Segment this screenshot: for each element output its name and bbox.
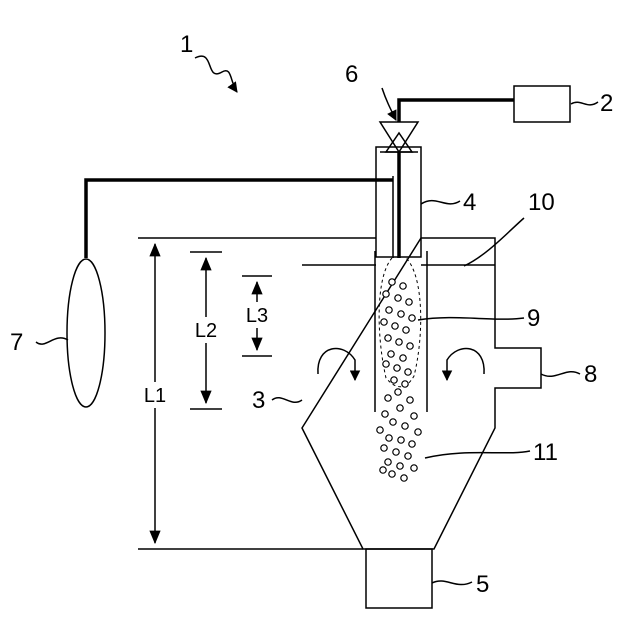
particle <box>398 311 404 317</box>
particle <box>391 377 397 383</box>
particle <box>395 389 401 395</box>
particle <box>411 413 417 419</box>
particle <box>385 335 391 341</box>
particle <box>415 429 421 435</box>
bag-line <box>86 180 393 258</box>
particle <box>389 471 395 477</box>
particle <box>411 465 417 471</box>
supply-line <box>399 100 514 122</box>
particles-group <box>377 279 421 481</box>
particle <box>386 435 392 441</box>
figure-number: 1 <box>180 31 237 92</box>
particle <box>383 361 389 367</box>
figure-number-label: 1 <box>180 31 193 58</box>
particle <box>396 339 402 345</box>
particle <box>395 295 401 301</box>
leader-10 <box>464 218 524 266</box>
swirl-arrow-left <box>318 348 355 380</box>
leader-9 <box>418 318 524 320</box>
callout-6: 6 <box>345 61 358 88</box>
gas-source-box <box>514 86 570 122</box>
leader-3 <box>272 398 302 403</box>
particle <box>406 299 412 305</box>
callout-10: 10 <box>528 189 555 216</box>
l3-label: L3 <box>246 305 268 327</box>
leader-5 <box>432 581 472 585</box>
particle <box>392 323 398 329</box>
particle <box>403 327 409 333</box>
callout-5: 5 <box>476 571 489 598</box>
particle <box>380 467 386 473</box>
particle <box>405 453 411 459</box>
particle <box>405 369 411 375</box>
leader-7 <box>36 338 68 344</box>
particle <box>407 397 413 403</box>
callout-4: 4 <box>463 189 476 216</box>
particle <box>409 315 415 321</box>
particle <box>402 381 408 387</box>
swirl-arrow-right <box>447 348 484 380</box>
callout-2: 2 <box>600 90 613 117</box>
particle <box>381 445 387 451</box>
figure-number-arrow <box>195 56 237 92</box>
particle <box>383 291 389 297</box>
bag-ellipse <box>67 259 105 407</box>
particle <box>398 437 404 443</box>
particle <box>397 405 403 411</box>
particle <box>397 463 403 469</box>
collector-box <box>366 549 432 608</box>
particle <box>381 319 387 325</box>
particle <box>400 355 406 361</box>
leader-6 <box>382 88 396 120</box>
particle <box>377 427 383 433</box>
particle <box>386 307 392 313</box>
particle <box>401 475 407 481</box>
particle <box>385 395 391 401</box>
particle <box>402 423 408 429</box>
callout-7: 7 <box>10 329 23 356</box>
callout-11: 11 <box>533 439 558 466</box>
particle <box>394 365 400 371</box>
vessel-outline <box>302 238 541 549</box>
particle <box>389 279 395 285</box>
l1-label: L1 <box>144 385 166 407</box>
particle <box>409 441 415 447</box>
particle <box>385 459 391 465</box>
callout-8: 8 <box>584 361 597 388</box>
callout-9: 9 <box>527 305 540 332</box>
particle <box>390 419 396 425</box>
particle <box>393 449 399 455</box>
callout-3: 3 <box>252 387 265 414</box>
particle <box>388 351 394 357</box>
leader-2 <box>571 102 598 105</box>
particle <box>400 283 406 289</box>
l2-label: L2 <box>195 320 217 342</box>
leader-4 <box>421 201 460 204</box>
leader-11 <box>425 451 530 458</box>
particle <box>407 343 413 349</box>
leader-8 <box>541 372 580 377</box>
particle <box>382 411 388 417</box>
